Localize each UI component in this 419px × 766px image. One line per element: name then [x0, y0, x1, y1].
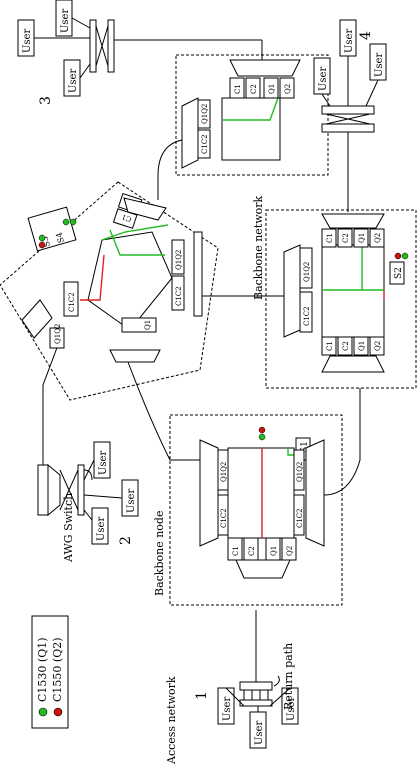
awg-label: AWG Switch — [62, 493, 75, 563]
return-path-label: Return path — [282, 643, 295, 710]
awg-switch-2: User User User AWG Switch 2 — [37, 344, 139, 563]
backbone-node-s2: S2 Q1Q2 C1C2 C1 C2 Q1 Q2 C1 C2 Q1 Q2 Bac… — [252, 195, 417, 389]
svg-text:User: User — [126, 489, 137, 513]
svg-text:User: User — [254, 721, 265, 745]
server-s3-s4 — [27, 206, 77, 252]
svg-text:User: User — [286, 697, 297, 721]
svg-text:Q1Q2: Q1Q2 — [220, 462, 228, 482]
switch-4: User User User 4 — [313, 19, 387, 212]
svg-text:C1C2: C1C2 — [296, 508, 304, 528]
backbone-network-label: Backbone network — [252, 195, 265, 300]
svg-text:Q2: Q2 — [374, 341, 382, 351]
svg-text:C2: C2 — [342, 341, 350, 351]
backbone-node-label: Backbone node — [153, 511, 166, 596]
legend-item-1: C1530 (Q1) — [36, 637, 49, 702]
user-box — [91, 507, 109, 545]
svg-text:C1C2: C1C2 — [201, 134, 209, 154]
svg-text:User: User — [98, 451, 109, 475]
access-network-label: Access network — [165, 676, 178, 765]
svg-text:User: User — [318, 67, 329, 91]
svg-text:Q2: Q2 — [374, 233, 382, 243]
svg-text:User: User — [68, 69, 79, 93]
access-network-1: User User User Return path Access networ… — [165, 610, 299, 765]
svg-text:User: User — [22, 29, 33, 53]
svg-text:S3: S3 — [40, 235, 52, 248]
svg-text:C1: C1 — [234, 84, 242, 94]
legend-green-dot — [38, 707, 48, 717]
svg-text:C1: C1 — [326, 341, 334, 351]
user-box: User — [281, 687, 299, 725]
svg-text:Q1Q2: Q1Q2 — [175, 250, 183, 270]
svg-text:C2: C2 — [342, 233, 350, 243]
svg-text:S2: S2 — [394, 267, 404, 279]
svg-text:User: User — [374, 53, 385, 77]
svg-text:C1C2: C1C2 — [303, 306, 311, 326]
svg-text:C1: C1 — [232, 546, 240, 556]
access-switch-bar — [239, 681, 273, 691]
svg-text:Q2: Q2 — [286, 546, 294, 556]
svg-text:C1: C1 — [326, 233, 334, 243]
index-3: 3 — [38, 96, 54, 105]
return-loop — [273, 675, 280, 687]
pentagon-node: S3 S4 C1 C2 Q1Q2 C1C2 Q1 C1C2 Q1Q2 — [0, 181, 219, 401]
svg-text:C2: C2 — [248, 546, 256, 556]
legend: C1530 (Q1) C1550 (Q2) — [31, 615, 69, 729]
svg-text:Q1: Q1 — [268, 84, 276, 94]
svg-text:User: User — [96, 517, 107, 541]
svg-text:User: User — [344, 29, 355, 53]
legend-item-2: C1550 (Q2) — [51, 637, 64, 702]
svg-text:Q1Q2: Q1Q2 — [201, 104, 209, 124]
svg-text:Q1Q2: Q1Q2 — [296, 462, 304, 482]
svg-text:Q1Q2: Q1Q2 — [54, 324, 62, 344]
svg-text:S4: S4 — [54, 231, 66, 244]
node-3: Q1Q2 C1C2 C1 C2 Q1 Q2 — [175, 54, 329, 176]
access-index: 1 — [194, 691, 210, 700]
svg-text:Q1Q2: Q1Q2 — [303, 262, 311, 282]
svg-text:User: User — [222, 697, 233, 721]
svg-text:User: User — [60, 9, 71, 33]
svg-text:Q1: Q1 — [358, 233, 366, 243]
switch-3: User User User 3 — [17, 0, 263, 105]
links — [127, 139, 361, 496]
svg-text:Q2: Q2 — [284, 84, 292, 94]
svg-text:C1C2: C1C2 — [175, 286, 183, 306]
backbone-node-s1: S1 C1 C2 Q1 Q2 Q1Q2 C1C2 Q1Q2 C1C2 Backb… — [153, 414, 343, 606]
awg-index: 2 — [118, 536, 134, 545]
svg-text:C1C2: C1C2 — [68, 292, 76, 312]
svg-text:C2: C2 — [250, 84, 258, 94]
svg-text:Q1: Q1 — [144, 320, 152, 330]
svg-text:C1C2: C1C2 — [220, 508, 228, 528]
server-s2 — [389, 261, 405, 285]
index-4: 4 — [358, 31, 374, 40]
legend-red-dot — [53, 707, 63, 717]
svg-text:Q1: Q1 — [270, 546, 278, 556]
svg-text:S1: S1 — [300, 441, 310, 453]
svg-text:C1: C1 — [121, 213, 133, 224]
svg-text:Q1: Q1 — [358, 341, 366, 351]
user-box: User — [249, 711, 267, 749]
